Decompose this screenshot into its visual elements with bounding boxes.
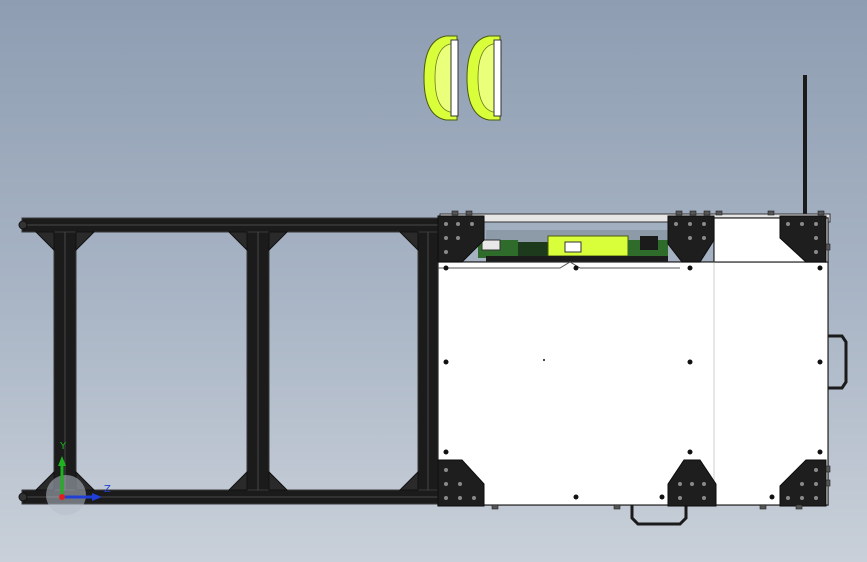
gusset-bolts	[444, 222, 818, 500]
axis-y-label: Y	[60, 441, 67, 452]
electronics-strip[interactable]	[478, 230, 668, 262]
plate-holes	[443, 265, 823, 500]
edge-bolts	[451, 210, 831, 510]
yellow-handles[interactable]	[423, 35, 502, 121]
bottom-handle[interactable]	[630, 505, 688, 526]
yellow-handle-right-icon	[466, 35, 502, 121]
side-handle-right[interactable]	[828, 334, 848, 390]
extrusion-frame[interactable]	[18, 217, 443, 505]
yellow-handle-left-icon	[423, 35, 459, 121]
coordinate-triad-icon	[46, 456, 102, 515]
antenna-rod[interactable]	[803, 75, 807, 218]
corner-gussets	[437, 215, 827, 507]
axis-z-label: Z	[104, 484, 111, 495]
